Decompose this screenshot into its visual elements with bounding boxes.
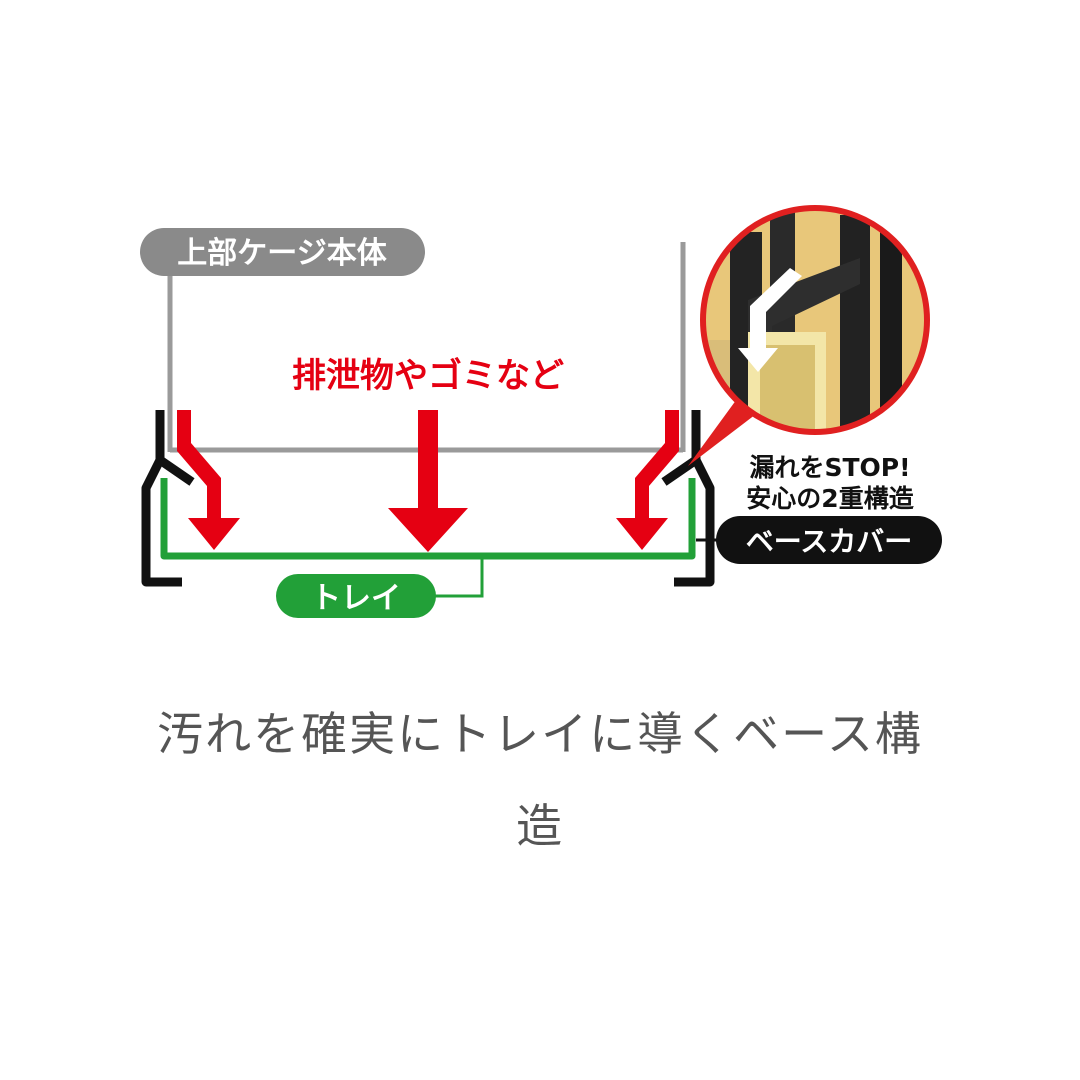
leak-stop-line-1: 漏れをSTOP! [749, 453, 910, 482]
left-flow-arrow [177, 410, 240, 550]
upper-cage-label-text: 上部ケージ本体 [177, 236, 387, 271]
caption-line-1: 汚れを確実にトレイに導くベース構 [157, 707, 923, 761]
waste-flow-arrows [177, 410, 679, 552]
base-cover-label-text: ベースカバー [746, 525, 913, 558]
right-flow-arrow [616, 410, 679, 550]
base-cover-label: ベースカバー [696, 516, 942, 564]
leak-stop-line-2: 安心の2重構造 [746, 484, 913, 513]
base-cover [141, 410, 715, 587]
base-structure-diagram: 上部ケージ本体 トレイ 排泄物やゴミなど [140, 205, 942, 618]
tray-label: トレイ [276, 574, 436, 618]
waste-label: 排泄物やゴミなど [292, 356, 564, 396]
white-down-arrow-icon [738, 268, 802, 372]
zoom-detail [688, 205, 930, 466]
upper-cage-label: 上部ケージ本体 [140, 228, 425, 276]
center-flow-arrow [388, 410, 468, 552]
tray [160, 478, 696, 598]
caption-line-2: 造 [516, 799, 564, 853]
tray-label-text: トレイ [311, 581, 401, 616]
